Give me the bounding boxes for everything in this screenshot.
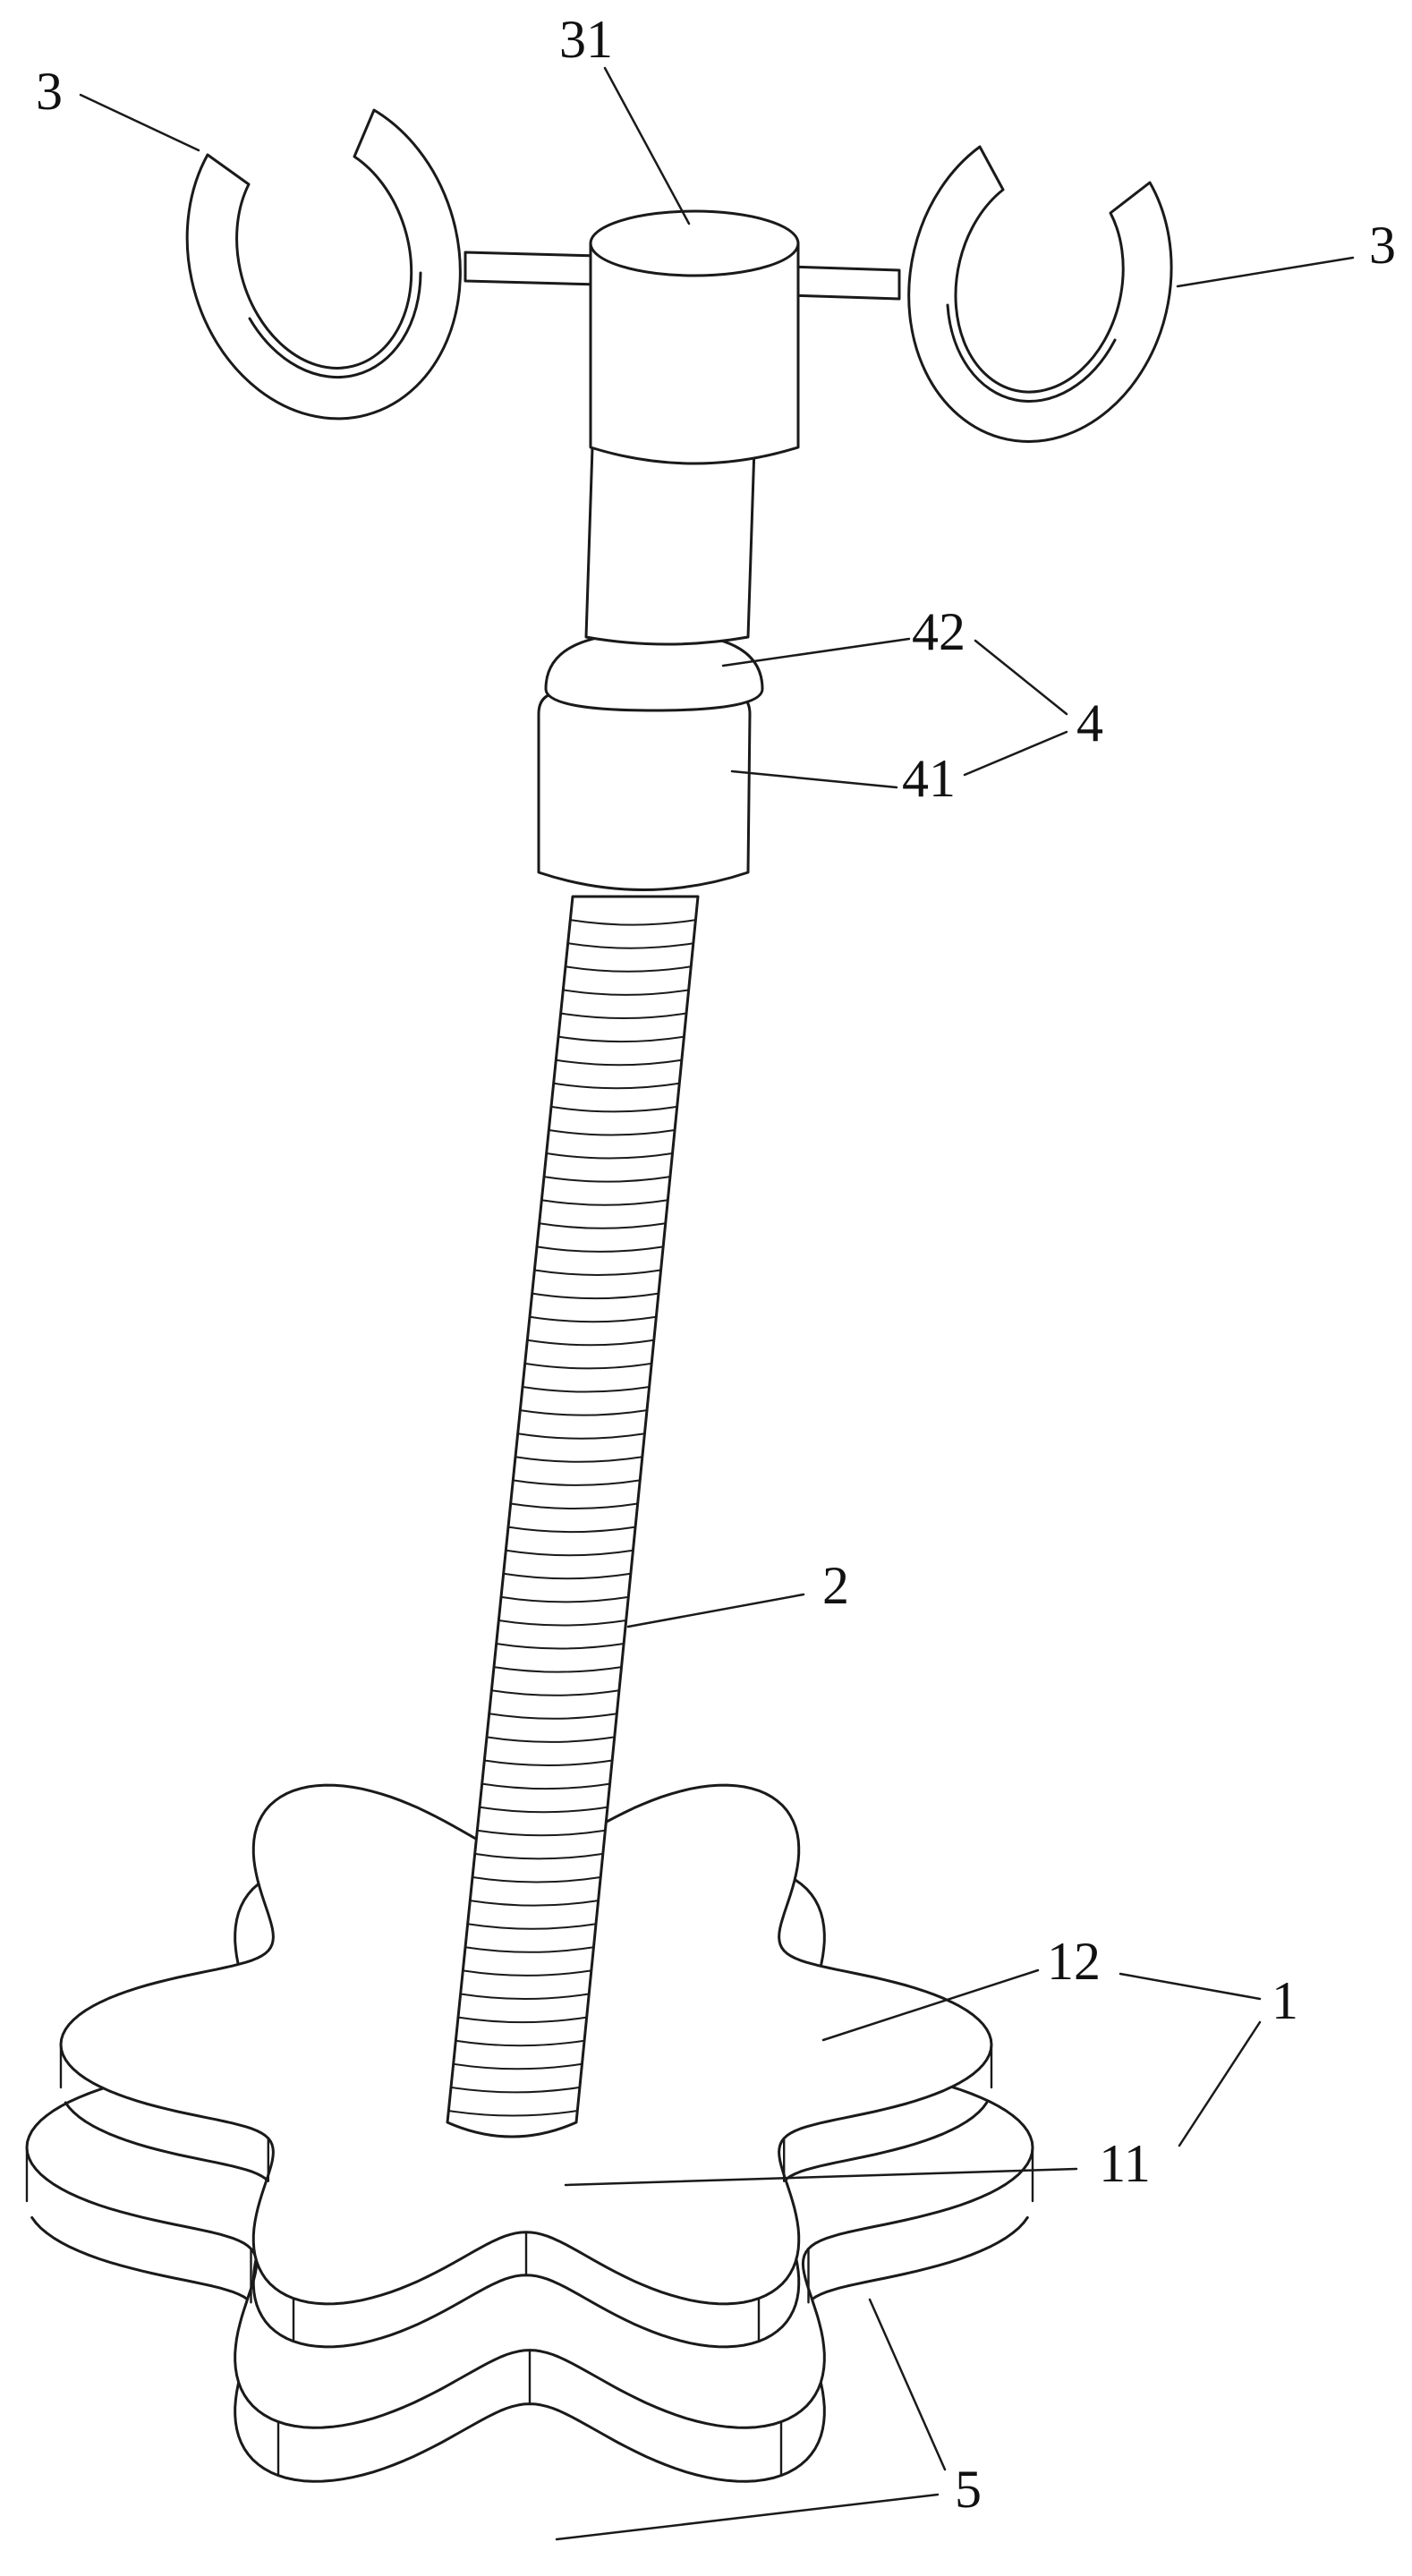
threaded-rod — [446, 895, 700, 2138]
hook-left-inner-edge — [248, 271, 422, 379]
leader-4-to-41 — [963, 730, 1068, 777]
leader-rod-2 — [626, 1593, 805, 1628]
collar-ring-42 — [544, 631, 764, 712]
hanger-head-top-face — [589, 209, 800, 277]
collar-sleeve-41 — [537, 691, 752, 891]
leader-1-to-11 — [1178, 2020, 1262, 2147]
label-hook-right: 3 — [1369, 216, 1396, 275]
label-plate-11: 11 — [1099, 2134, 1151, 2193]
hook-right-inner-edge — [946, 303, 1117, 403]
screw-thread-lines — [447, 919, 697, 2117]
label-rim-5: 5 — [955, 2460, 982, 2519]
leader-sleeve-41 — [730, 769, 898, 789]
hook-left — [185, 108, 462, 421]
hook-right — [907, 145, 1173, 443]
label-ring-42: 42 — [912, 602, 965, 661]
leader-ring-42 — [721, 637, 911, 667]
hanger-arm-right — [786, 265, 901, 301]
leader-4-to-42 — [974, 639, 1068, 716]
leader-lines — [79, 66, 1355, 2541]
reference-labels: 3 31 3 42 4 41 2 12 1 11 5 — [36, 10, 1396, 2519]
label-sleeve-41: 41 — [902, 749, 956, 808]
threaded-rod-body — [446, 895, 700, 2138]
leader-hook-left — [79, 93, 200, 152]
leader-hook-right — [1176, 256, 1355, 288]
leader-head-31 — [603, 66, 691, 225]
hanger-arm-left — [464, 251, 601, 286]
label-collar-4: 4 — [1076, 693, 1103, 752]
label-head-31: 31 — [559, 10, 613, 69]
label-plate-12: 12 — [1047, 1932, 1101, 1991]
label-base-1: 1 — [1272, 1971, 1298, 2030]
neck-cylinder — [584, 446, 756, 646]
label-rod-2: 2 — [822, 1556, 849, 1615]
hanger-head-body — [589, 242, 800, 465]
support-column-assembly — [185, 108, 1173, 891]
label-hook-left: 3 — [36, 62, 63, 121]
leader-1-to-12 — [1119, 1972, 1262, 2001]
leader-plate-12 — [821, 1968, 1040, 2042]
leader-rim-5b — [555, 2493, 940, 2541]
leader-rim-5a — [868, 2298, 947, 2471]
leader-plate-11 — [564, 2167, 1078, 2187]
